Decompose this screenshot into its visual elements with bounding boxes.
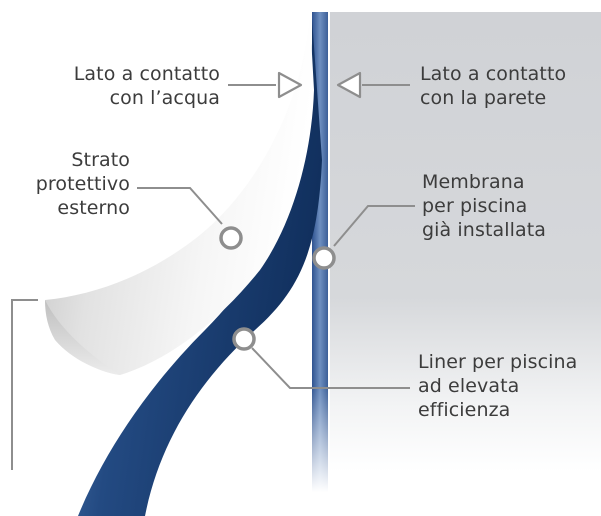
existing-membrane-label-line-3: già installata <box>422 219 547 241</box>
existing-membrane-label-line-2: per piscina <box>422 195 528 217</box>
wall-side-label: Lato a contatto con la parete <box>420 62 590 110</box>
protective-layer-curl <box>45 300 120 375</box>
water-side-label-line-1: Lato a contatto <box>73 63 220 85</box>
protective-layer-label-line-1: Strato <box>71 149 130 171</box>
liner-label: Liner per piscina ad elevata efficienza <box>418 350 598 422</box>
water-side-label: Lato a contatto con l’acqua <box>60 62 220 110</box>
existing-membrane-label: Membrana per piscina già installata <box>422 170 592 242</box>
liner-sheet <box>78 18 322 516</box>
liner-label-line-3: efficienza <box>418 399 511 421</box>
liner-marker-icon <box>232 327 256 351</box>
wall-side-label-line-2: con la parete <box>420 87 547 109</box>
liner-label-line-2: ad elevata <box>418 375 520 397</box>
wall-panel <box>330 12 601 472</box>
existing-membrane-label-line-1: Membrana <box>422 171 525 193</box>
protective-layer-label-line-2: protettivo <box>35 173 130 195</box>
triangle-arrow-right-icon <box>277 71 303 99</box>
protective-layer-label-line-3: esterno <box>57 197 130 219</box>
protective-layer-sheet <box>45 18 314 375</box>
protective-layer-label: Strato protettivo esterno <box>20 148 130 220</box>
membrane-marker-icon <box>312 246 336 270</box>
water-side-label-line-2: con l’acqua <box>109 87 220 109</box>
liner-label-line-1: Liner per piscina <box>418 351 578 373</box>
left-bracket-line <box>11 299 38 470</box>
protective-layer-marker-icon <box>219 226 243 250</box>
triangle-arrow-left-icon <box>336 71 362 99</box>
wall-side-label-line-1: Lato a contatto <box>420 63 567 85</box>
